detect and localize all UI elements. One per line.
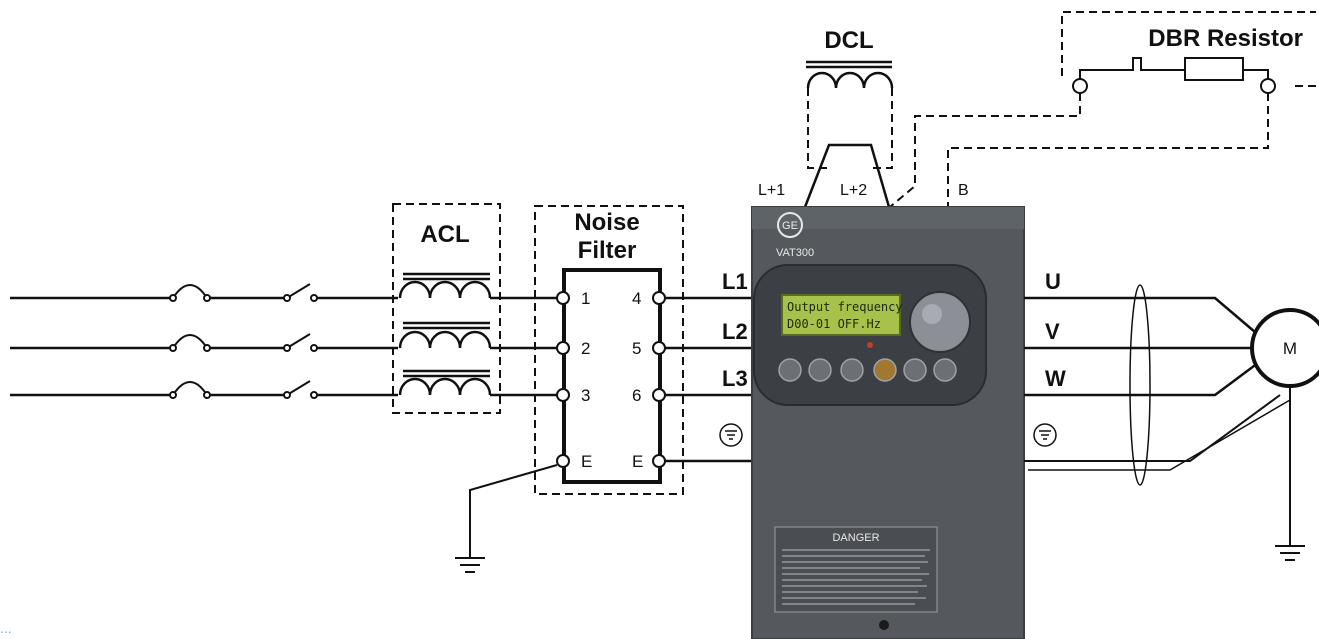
input-lines — [10, 283, 398, 397]
danger-label-text-lines — [782, 549, 930, 605]
fuse-and-switch-dots — [169, 294, 318, 399]
phase-w-label: W — [1045, 366, 1066, 391]
footer-note: ... — [0, 620, 12, 636]
lcd-line-2: D00-01 OFF.Hz — [787, 317, 881, 331]
dbr-label: DBR Resistor — [1148, 25, 1303, 52]
motor-ground — [1275, 386, 1305, 561]
noise-filter-label-line1: Noise — [574, 209, 639, 236]
drive-led — [867, 342, 873, 348]
filter-terminal-6: 6 — [632, 386, 641, 405]
phase-u-label: U — [1045, 269, 1061, 294]
output-wires — [1024, 296, 1281, 462]
phase-l2-label: L2 — [722, 319, 748, 344]
dcl-inductor — [806, 60, 894, 89]
output-shield — [1028, 284, 1291, 486]
filter-terminal-5: 5 — [632, 339, 641, 358]
filter-terminal-e-out: E — [632, 452, 643, 471]
filter-to-drive-wires — [665, 296, 752, 463]
acl-box — [392, 203, 501, 414]
filter-terminal-4: 4 — [632, 289, 641, 308]
acl-label: ACL — [420, 221, 469, 248]
dcl-label: DCL — [824, 27, 873, 54]
filter-ground-wire — [455, 464, 558, 573]
phase-l3-label: L3 — [722, 366, 748, 391]
drive-keypad — [778, 358, 957, 382]
dc-link-jumper — [803, 143, 891, 208]
terminal-l-plus-2-label: L+2 — [840, 182, 867, 199]
dbr-terminals — [1072, 78, 1276, 94]
filter-terminal-3: 3 — [581, 386, 590, 405]
dbr-resistor-symbol — [1079, 57, 1269, 86]
noise-filter-label-line2: Filter — [578, 237, 637, 264]
phase-v-label: V — [1045, 319, 1060, 344]
drive-unit: GE VAT300 Output frequency D00-01 OFF.Hz… — [751, 206, 1025, 639]
terminal-l-plus-1-label: L+1 — [758, 182, 785, 199]
drive-dial — [909, 291, 971, 353]
phase-l1-label: L1 — [722, 269, 748, 294]
motor-label: M — [1283, 339, 1297, 358]
terminal-b-label: B — [958, 182, 969, 199]
drive-screw — [879, 620, 889, 630]
noise-filter-terminals — [556, 291, 666, 468]
dcl-dashed-wires — [807, 88, 893, 169]
drive-lcd — [781, 294, 901, 336]
ge-logo — [777, 212, 803, 238]
ground-symbol-output — [1033, 423, 1057, 447]
noise-filter-body — [562, 268, 662, 484]
dbr-dashed-wires — [889, 93, 1269, 208]
dbr-dashed-box — [1061, 11, 1316, 87]
lcd-line-1: Output frequency — [787, 300, 903, 314]
filter-terminal-2: 2 — [581, 339, 590, 358]
acl-inductors — [398, 272, 560, 397]
drive-brand: GE — [782, 220, 798, 232]
drive-model: VAT300 — [776, 247, 814, 259]
noise-filter-dashed-box — [534, 205, 684, 495]
filter-terminal-1: 1 — [581, 289, 590, 308]
filter-terminal-e-in: E — [581, 452, 592, 471]
danger-label-title: DANGER — [832, 532, 879, 544]
ground-symbol-input — [719, 423, 743, 447]
